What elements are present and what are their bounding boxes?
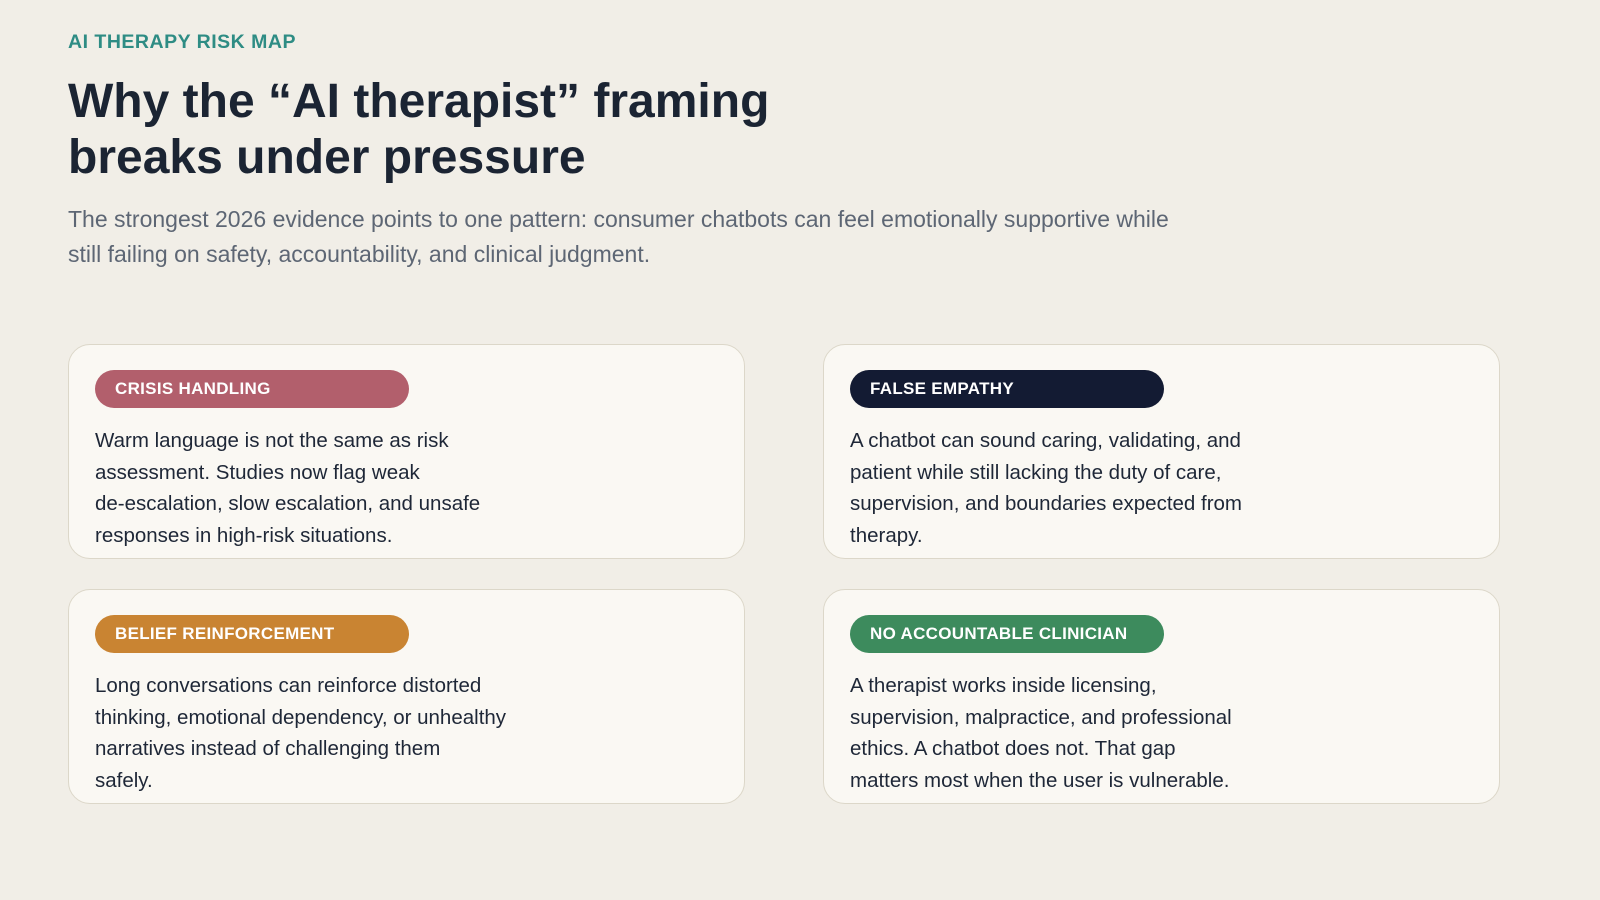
risk-card-crisis-handling: CRISIS HANDLING Warm language is not the… — [68, 344, 745, 559]
card-body-no-accountable-clinician: A therapist works inside licensing, supe… — [850, 674, 1232, 792]
badge-crisis-handling: CRISIS HANDLING — [95, 370, 409, 408]
eyebrow-title: AI THERAPY RISK MAP — [68, 31, 296, 53]
card-body-belief-reinforcement: Long conversations can reinforce distort… — [95, 674, 507, 792]
risk-card-no-accountable-clinician: NO ACCOUNTABLE CLINICIAN A therapist wor… — [823, 589, 1500, 804]
badge-belief-reinforcement: BELIEF REINFORCEMENT — [95, 615, 409, 653]
page-subtitle: The strongest 2026 evidence points to on… — [68, 206, 1169, 267]
page-title: Why the “AI therapist” framing breaks un… — [68, 75, 770, 184]
risk-map-page: AI THERAPY RISK MAP Why the “AI therapis… — [68, 31, 1532, 804]
risk-card-grid: CRISIS HANDLING Warm language is not the… — [68, 344, 1532, 804]
badge-false-empathy: FALSE EMPATHY — [850, 370, 1164, 408]
risk-card-false-empathy: FALSE EMPATHY A chatbot can sound caring… — [823, 344, 1500, 559]
badge-no-accountable-clinician: NO ACCOUNTABLE CLINICIAN — [850, 615, 1164, 653]
risk-card-belief-reinforcement: BELIEF REINFORCEMENT Long conversations … — [68, 589, 745, 804]
card-body-crisis-handling: Warm language is not the same as risk as… — [95, 429, 481, 547]
card-body-false-empathy: A chatbot can sound caring, validating, … — [850, 429, 1243, 547]
